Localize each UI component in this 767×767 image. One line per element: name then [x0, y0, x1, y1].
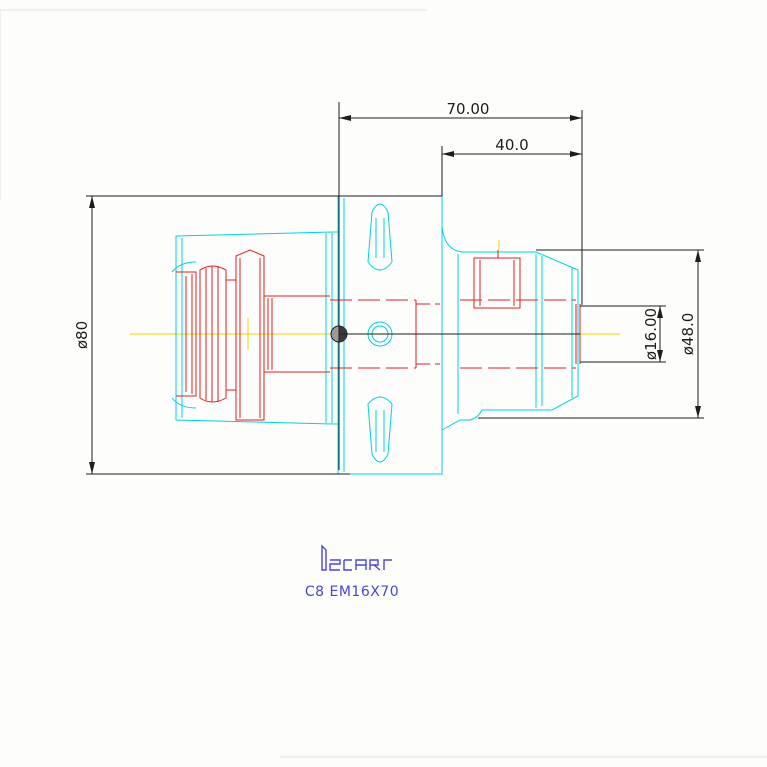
part-code-caption: C8 EM16X70 — [305, 584, 399, 600]
dimension-arrows — [89, 115, 701, 474]
internal-features — [176, 249, 581, 421]
dim-diameter-flange: ø80 — [73, 321, 91, 349]
iscar-logo — [321, 544, 392, 571]
dim-diameter-body: ø48.0 — [679, 313, 697, 356]
dim-length-projection: 40.0 — [495, 136, 528, 154]
dim-diameter-bore: ø16.00 — [642, 308, 660, 360]
dimension-lines — [86, 102, 704, 475]
tool-outline — [171, 195, 579, 475]
dim-length-total: 70.00 — [447, 100, 490, 118]
